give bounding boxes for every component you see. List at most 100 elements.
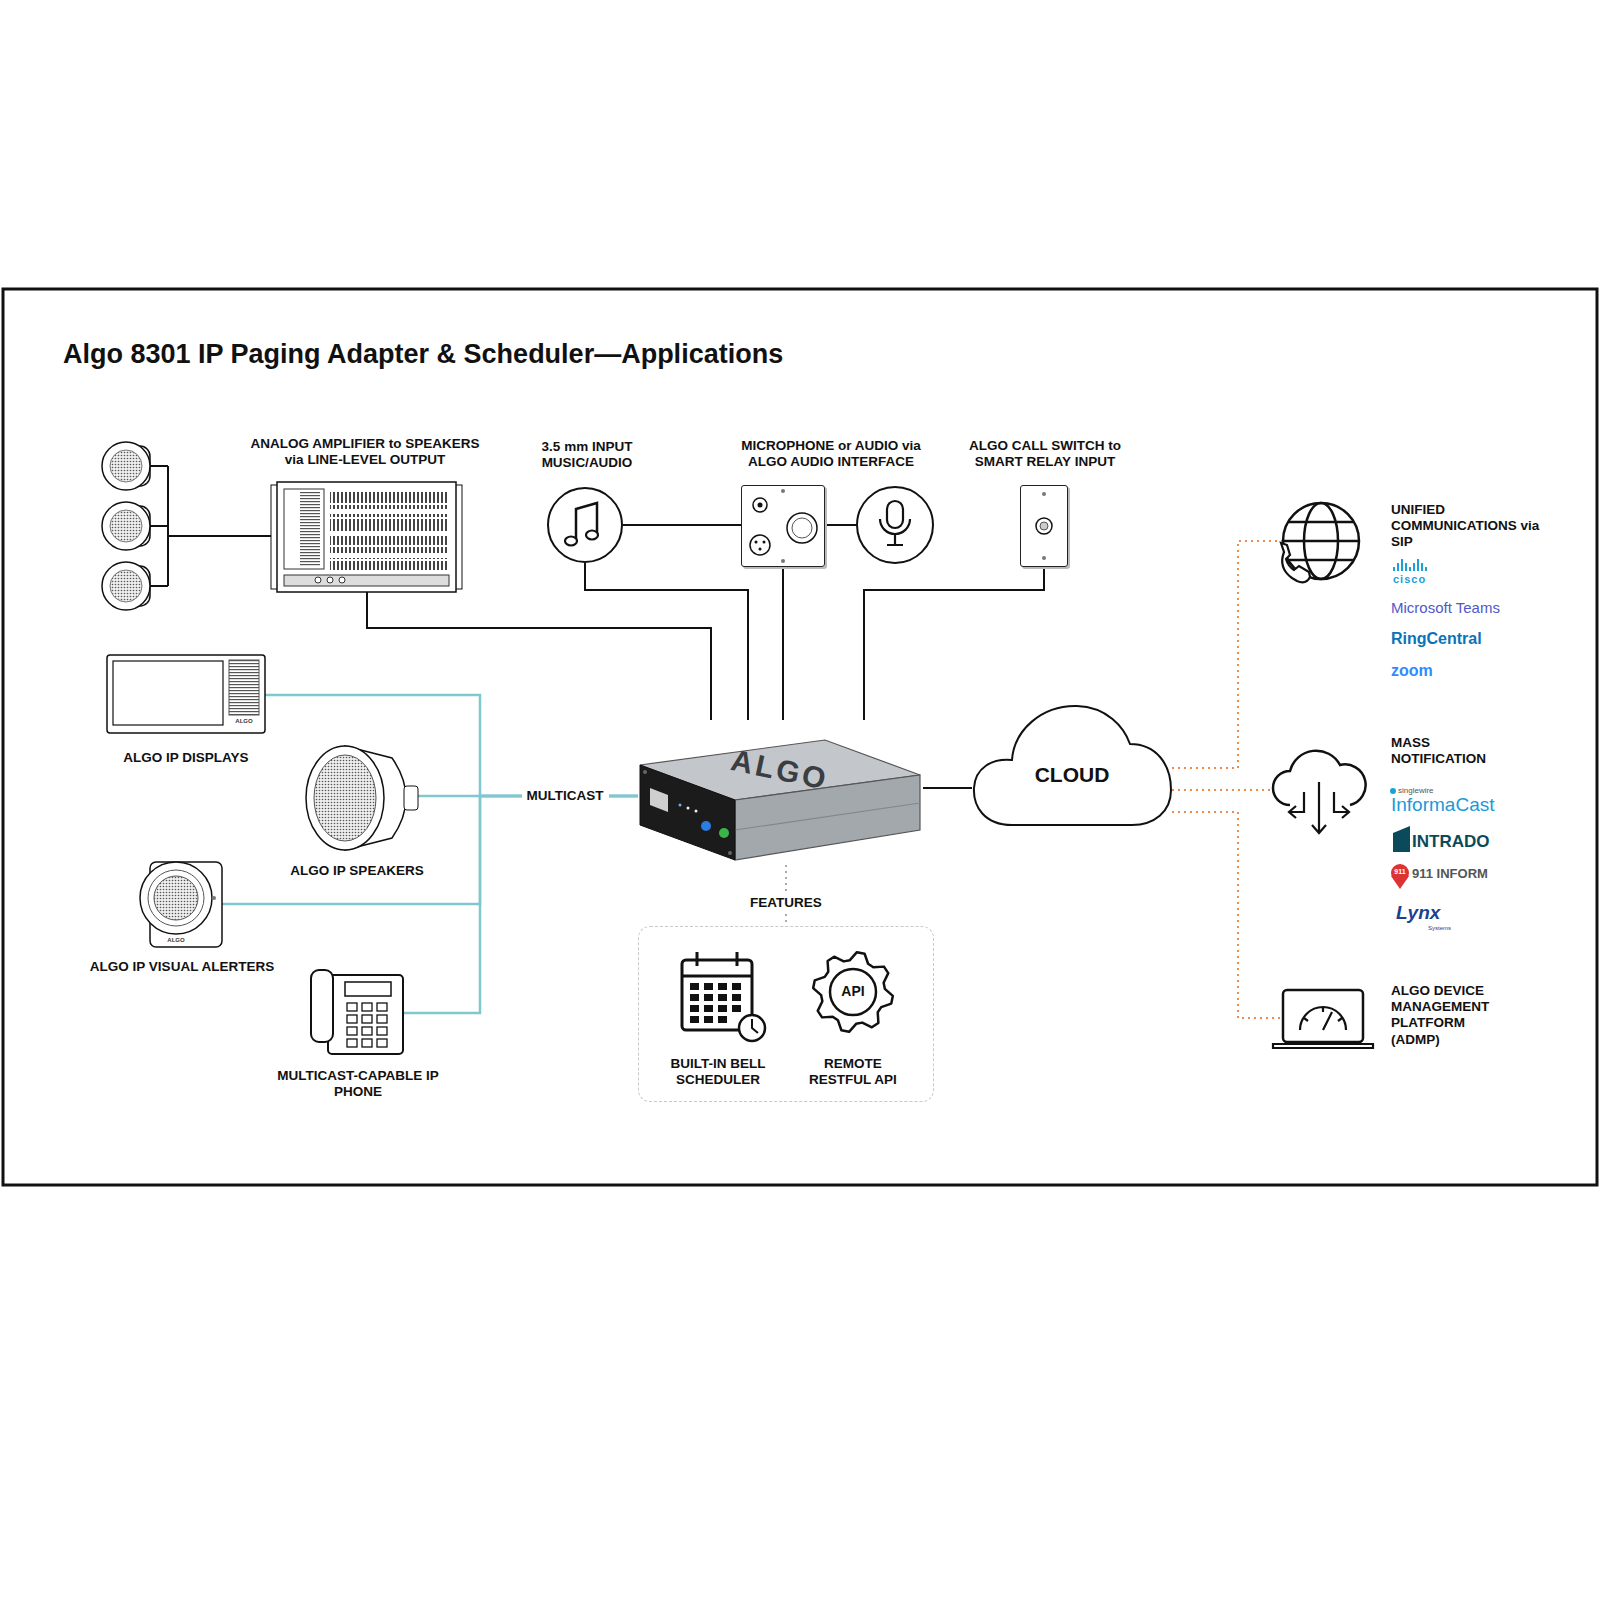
paging-adapter-device (640, 740, 920, 860)
cisco-logo-bars (1393, 559, 1427, 571)
calendar-icon (682, 952, 765, 1041)
ip-speaker (306, 746, 384, 850)
visual-alerter (140, 862, 212, 934)
logo-text: ALGO (229, 718, 259, 725)
globe-phone-icon (1283, 503, 1359, 579)
paging-adapter-device (687, 807, 690, 810)
ip-display (107, 655, 265, 733)
logo-text: Microsoft Teams (1391, 599, 1500, 617)
node-label: 3.5 mm INPUT MUSIC/AUDIO (531, 439, 643, 471)
node-label: MULTICAST-CAPABLE IP PHONE (274, 1068, 442, 1100)
features-group: FEATURESBUILT-IN BELL SCHEDULERAPIREMOTE… (638, 892, 934, 1102)
calendar-icon (704, 994, 713, 1001)
globe-phone-icon (1283, 522, 1359, 560)
logo-text: cisco (1393, 573, 1426, 586)
ip-phone (347, 1039, 357, 1047)
audio-interface-plate (781, 559, 785, 563)
cloud: CLOUD (972, 700, 1172, 827)
calendar-icon (718, 983, 727, 990)
node-label: ALGO IP DISPLAYS (94, 750, 279, 766)
wire-connector (923, 787, 972, 789)
node-label: ALGO CALL SWITCH to SMART RELAY INPUT (958, 438, 1133, 470)
api-gear-icon (813, 952, 893, 1032)
laptop-gauge-icon (1300, 1007, 1346, 1030)
cloud-connector (1172, 812, 1283, 1018)
ip-phone (362, 1027, 372, 1035)
logo-text: ALGO (161, 937, 191, 944)
cloud-connector (1172, 541, 1283, 768)
wire-connector (623, 524, 741, 526)
microphone-icon (880, 519, 910, 545)
paging-adapter-device (679, 804, 682, 807)
outer-frame (3, 289, 1597, 1185)
audio-interface-plate (758, 503, 763, 508)
paging-adapter-device (695, 810, 698, 813)
calendar-icon (690, 1005, 699, 1012)
amplifier: ANALOG AMPLIFIER to SPEAKERS via LINE-LE… (277, 482, 456, 592)
amplifier-rack (330, 558, 448, 570)
amplifier-rack (271, 482, 462, 592)
paging-adapter-device (643, 770, 647, 774)
logo-text: 911 INFORM (1412, 866, 1488, 882)
calendar-icon (704, 1016, 713, 1023)
music-note-icon (565, 503, 598, 546)
logo-text: 911 (1390, 868, 1410, 876)
ip-phone (311, 970, 403, 1054)
ip-display: ALGOALGO IP DISPLAYS (107, 655, 265, 733)
ip-speaker (306, 746, 418, 850)
ip-display (229, 660, 259, 715)
cisco-logo-bars (1405, 563, 1407, 571)
amplifier-rack (339, 577, 345, 583)
node-label: REMOTE RESTFUL API (797, 1056, 909, 1088)
calendar-icon (690, 983, 699, 990)
calendar-icon (690, 994, 699, 1001)
calendar-icon (732, 983, 741, 990)
icon-text: API (831, 983, 875, 1000)
analog-speaker (102, 562, 150, 610)
logo-text: Systems (1428, 925, 1451, 932)
calendar-icon (752, 1019, 758, 1033)
calendar-icon (739, 1015, 765, 1041)
audio-interface-plate (792, 518, 812, 538)
ip-phone (311, 970, 333, 1042)
microphone-icon (887, 501, 903, 528)
audio-interface-plate (825, 524, 857, 526)
diagram-title: Algo 8301 IP Paging Adapter & Scheduler—… (63, 339, 783, 370)
amplifier-rack (327, 577, 333, 583)
microphone-icon (857, 487, 933, 563)
music-input: 3.5 mm INPUT MUSIC/AUDIO (547, 487, 623, 563)
ip-phone: MULTICAST-CAPABLE IP PHONE (311, 964, 403, 1054)
calendar-icon (704, 983, 713, 990)
multicast-connector (222, 796, 638, 904)
node-label: ANALOG AMPLIFIER to SPEAKERS via LINE-LE… (243, 436, 488, 468)
paging-adapter-device (728, 851, 732, 855)
laptop-gauge-icon (1283, 990, 1363, 1042)
ip-speaker (314, 755, 376, 841)
edge-label: MULTICAST (522, 788, 609, 804)
cisco-logo-bars (1413, 563, 1415, 571)
ip-phone (345, 982, 391, 996)
singlewire-mark (1390, 788, 1396, 794)
globe-phone-icon (1281, 543, 1310, 582)
logo-text: zoom (1391, 661, 1433, 680)
audio-interface: MICROPHONE or AUDIO via ALGO AUDIO INTER… (741, 485, 825, 567)
feature-connector (785, 865, 787, 892)
ip-speaker (404, 786, 418, 810)
inform-pin (1391, 864, 1409, 882)
audio-interface-plate (750, 535, 770, 555)
audio-interface-plate (781, 489, 785, 493)
paging-adapter-device (701, 821, 711, 831)
calendar-icon (732, 1005, 741, 1012)
audio-interface-plate (753, 498, 767, 512)
intrado-mark (1393, 826, 1410, 852)
cloud-connector (1172, 789, 1272, 791)
ip-phone (377, 1015, 387, 1023)
calendar-icon (718, 994, 727, 1001)
cisco-logo-bars (1425, 567, 1427, 571)
call-switch-plate (1040, 522, 1048, 530)
integration-group: MASS NOTIFICATIONsinglewireInformaCastIN… (1272, 730, 1578, 942)
microphone-icon (857, 487, 933, 563)
analog-speaker (150, 466, 277, 586)
inform-pin (1391, 864, 1409, 889)
